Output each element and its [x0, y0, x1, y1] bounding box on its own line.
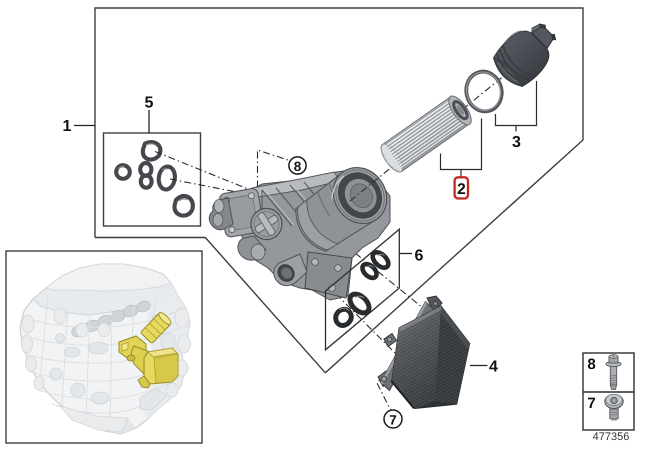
svg-text:2: 2	[457, 181, 466, 198]
svg-text:4: 4	[489, 359, 498, 376]
svg-text:6: 6	[415, 248, 424, 265]
svg-text:477356: 477356	[593, 431, 630, 443]
svg-text:5: 5	[145, 95, 154, 112]
svg-text:3: 3	[512, 134, 521, 151]
svg-text:1: 1	[63, 118, 72, 135]
svg-text:7: 7	[389, 413, 397, 428]
svg-text:8: 8	[587, 356, 595, 373]
svg-text:8: 8	[294, 159, 302, 174]
svg-text:7: 7	[587, 395, 595, 412]
